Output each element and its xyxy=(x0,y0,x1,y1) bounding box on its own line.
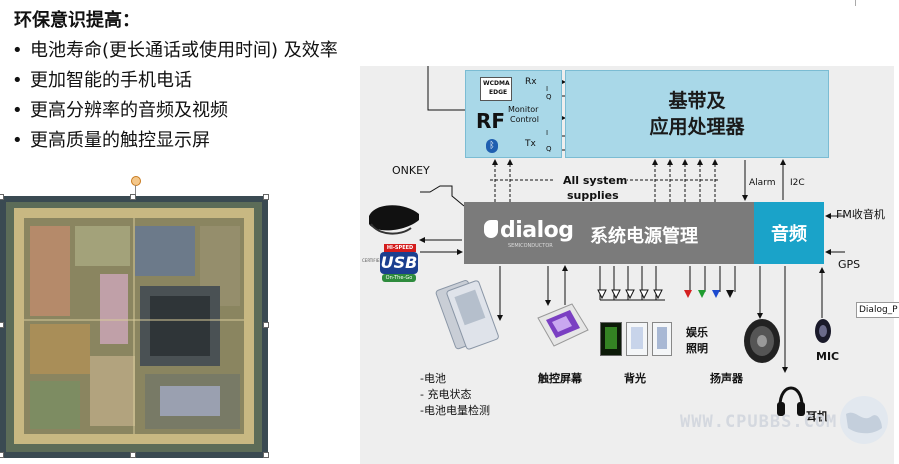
i-label: I xyxy=(546,85,549,93)
bullet-item: •电池寿命(更长通话或使用时间) 及效率 xyxy=(12,40,338,61)
battery-label: -电池 xyxy=(420,372,446,385)
bullet-text: 更加智能的手机电话 xyxy=(30,70,192,91)
touchscreen-label: 触控屏幕 xyxy=(538,372,582,385)
bluetooth-icon: ᛒ xyxy=(486,139,498,153)
rf-chip-icon: WCDMA EDGE xyxy=(480,77,512,101)
chip-die-graphic xyxy=(0,196,268,458)
baseband-label-line1: 基带及 xyxy=(668,90,726,112)
power-management-block[interactable] xyxy=(464,202,754,264)
bullet-item: •更高分辨率的音频及视频 xyxy=(12,100,228,121)
monitor-label: Monitor xyxy=(508,105,539,114)
usb-bottom-label: On-The-Go xyxy=(382,274,416,282)
pmu-label: 系统电源管理 xyxy=(590,226,698,247)
microphone-icon xyxy=(815,319,831,343)
led-row-icon xyxy=(597,289,734,300)
gps-label: GPS xyxy=(838,258,861,271)
selection-handle[interactable] xyxy=(0,452,4,458)
bullet-text: 更高分辨率的音频及视频 xyxy=(30,100,228,121)
rf-chip-text: EDGE xyxy=(489,89,508,96)
onkey-label: ONKEY xyxy=(392,164,430,177)
backlight-panel-icon xyxy=(652,322,672,356)
q-label: Q xyxy=(546,93,552,101)
battery-icon xyxy=(435,280,499,350)
baseband-label-line2: 应用处理器 xyxy=(649,116,745,138)
q-label: Q xyxy=(546,145,552,153)
touchscreen-icon xyxy=(537,303,589,347)
mic-label: MIC xyxy=(816,350,840,363)
phone-handset-icon xyxy=(369,205,419,235)
i-label: I xyxy=(546,129,549,137)
selection-handle[interactable] xyxy=(0,322,4,328)
dialog-tooltip-tag: Dialog_P xyxy=(856,302,899,318)
selection-handle[interactable] xyxy=(263,452,269,458)
battery-label: - 充电状态 xyxy=(420,388,472,401)
i2c-label: I2C xyxy=(790,178,805,188)
selection-handle[interactable] xyxy=(263,322,269,328)
selection-handle[interactable] xyxy=(0,194,4,200)
bullet-list: •电池寿命(更长通话或使用时间) 及效率 •更加智能的手机电话 •更高分辨率的音… xyxy=(12,36,338,156)
usb-top-label: HI-SPEED xyxy=(384,244,416,252)
audio-block[interactable]: 音频 xyxy=(754,202,824,264)
headphones-icon xyxy=(777,386,805,416)
speaker-label: 扬声器 xyxy=(710,372,743,385)
selection-handle[interactable] xyxy=(130,194,136,200)
supplies-label: supplies xyxy=(567,189,619,202)
usb-side-label: CERTIFIED xyxy=(362,258,383,263)
bullet-text: 更高质量的触控显示屏 xyxy=(30,130,210,151)
bullet-item: •更加智能的手机电话 xyxy=(12,70,192,91)
chip-die-image[interactable] xyxy=(0,194,269,458)
backlight-panel-icon xyxy=(600,322,622,356)
rotation-stem xyxy=(135,185,136,197)
rf-chip-text: WCDMA xyxy=(483,80,510,87)
entertainment-label: 娱乐 xyxy=(686,326,708,339)
rf-label: RF xyxy=(476,109,506,133)
alarm-label: Alarm xyxy=(749,178,776,188)
bullet-item: •更高质量的触控显示屏 xyxy=(12,130,210,151)
fm-radio-label: FM收音机 xyxy=(836,208,885,221)
dialog-logo: dialog xyxy=(500,218,574,243)
earphone-label: 耳机 xyxy=(806,410,828,423)
dialog-logo-sub: SEMICONDUCTOR xyxy=(508,243,553,249)
selection-handle[interactable] xyxy=(130,452,136,458)
control-label: Control xyxy=(510,115,539,124)
audio-label: 音频 xyxy=(771,224,807,245)
baseband-processor-block[interactable]: 基带及 应用处理器 xyxy=(565,70,829,158)
rf-block[interactable]: WCDMA EDGE RF ᛒ Rx I Q Monitor Control I… xyxy=(465,70,562,158)
battery-label: -电池电量检测 xyxy=(420,404,490,417)
slide-title: 环保意识提高： xyxy=(14,10,140,31)
globe-watermark-icon xyxy=(840,396,888,444)
selection-handle[interactable] xyxy=(263,194,269,200)
backlight-panel-icon xyxy=(626,322,648,356)
dialog-logo-icon xyxy=(484,220,498,238)
backlight-label: 背光 xyxy=(624,372,646,385)
rotation-handle[interactable] xyxy=(131,176,141,186)
bullet-text: 电池寿命(更长通话或使用时间) 及效率 xyxy=(30,40,338,61)
speaker-icon xyxy=(744,319,780,363)
watermark-text: WWW.CPUBBS.COM xyxy=(680,412,838,432)
lighting-label: 照明 xyxy=(686,342,708,355)
rx-label: Rx xyxy=(525,77,537,87)
usb-label: USB xyxy=(380,252,418,274)
page-corner-mark xyxy=(855,0,856,6)
supplies-label: All system xyxy=(563,174,628,187)
usb-logo: HI-SPEED CERTIFIED USB On-The-Go xyxy=(362,244,418,282)
tx-label: Tx xyxy=(525,139,536,149)
